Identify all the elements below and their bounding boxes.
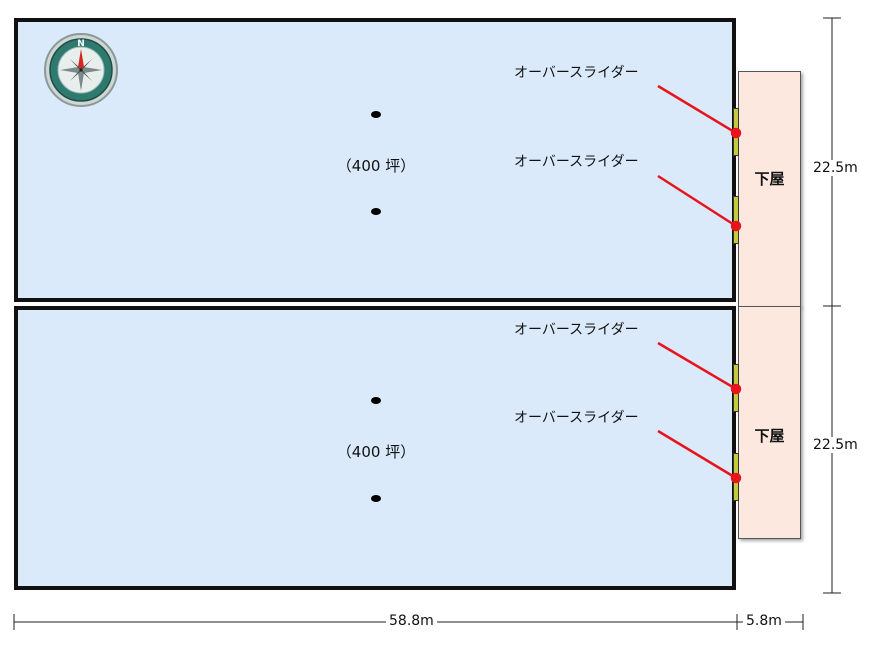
compass-north-letter: N [77,39,85,49]
leader-line-4 [657,429,737,480]
room-north-marker-top [371,111,381,118]
dimension-height-bottom: 22.5m [810,437,861,453]
door-4-label: オーバースライダー [514,410,639,426]
annex-north-label: 下屋 [754,170,785,188]
room-north-marker-bottom [371,208,381,215]
dimension-width-annex: 5.8m [743,613,785,629]
leader-dot-2 [730,220,742,232]
room-south-area: （400 坪） [336,443,416,461]
annex-south [738,306,801,539]
warehouse-room-south [14,306,736,590]
room-south-marker-bottom [371,495,381,502]
leader-dot-3 [730,383,742,395]
leader-line-3 [657,341,737,391]
leader-lines [657,84,742,484]
dimension-height-top: 22.5m [810,160,861,176]
door-2-label: オーバースライダー [514,154,639,170]
leader-line-1 [657,84,737,135]
overhead-slider-door-2 [733,196,739,244]
compass-rose-icon: N [44,33,118,107]
room-south-marker-top [371,397,381,404]
vertical-dimension [823,17,841,594]
annex-south-label: 下屋 [754,427,785,445]
warehouse-room-north [14,18,736,302]
leader-dot-1 [730,127,742,139]
room-north-area: （400 坪） [336,157,416,175]
dimension-width-main: 58.8m [386,613,437,629]
door-3-label: オーバースライダー [514,322,639,338]
door-1-label: オーバースライダー [514,65,639,81]
leader-dot-4 [730,472,742,484]
leader-line-2 [657,174,737,228]
